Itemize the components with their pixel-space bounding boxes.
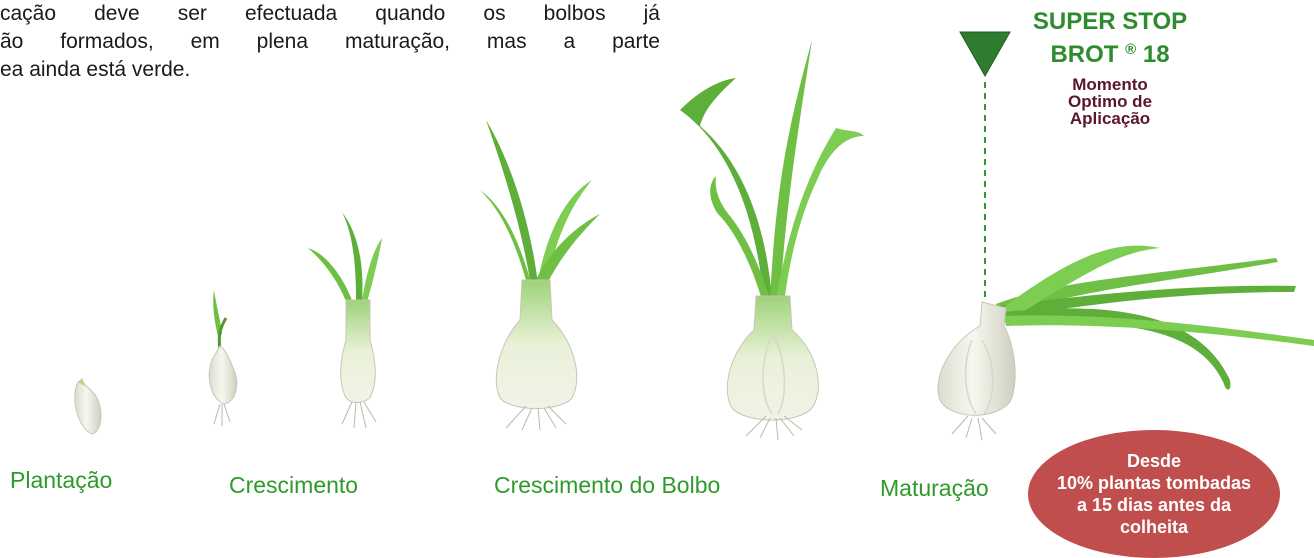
timing-badge: Desde 10% plantas tombadas a 15 dias ant…: [1028, 430, 1280, 558]
sprouting-clove-icon: [208, 290, 238, 426]
product-name-line1: SUPER STOP: [1032, 8, 1188, 35]
product-name: SUPER STOP BROT ® 18: [990, 8, 1230, 69]
intro-paragraph: cação deve ser efectuada quando os bolbo…: [0, 0, 660, 84]
intro-line: ea ainda está verde.: [0, 58, 191, 81]
timing-line: Desde: [1126, 451, 1182, 471]
optimal-moment-label: Momento Optimo de Aplicação: [1067, 75, 1153, 128]
mature-bulb-plant-icon: [680, 40, 864, 441]
timing-line: 10% plantas tombadas: [1056, 473, 1252, 493]
intro-line: ão formados, em plena maturação, mas a p…: [0, 30, 660, 53]
young-garlic-plant-icon: [308, 212, 382, 429]
registered-mark: ®: [1125, 41, 1137, 58]
stage-label-maturacao: Maturação: [880, 475, 989, 501]
mature-fallen-garlic-icon: [937, 245, 1314, 441]
garlic-clove-icon: [74, 378, 102, 435]
application-marker: [959, 31, 1011, 300]
timing-line: a 15 dias antes da: [1076, 495, 1232, 515]
product-name-line2: BROT ® 18: [1050, 41, 1170, 68]
intro-line: cação deve ser efectuada quando os bolbo…: [0, 2, 660, 25]
stage-label-plantacao: Plantação: [10, 467, 113, 493]
stage-label-crescimento-bolbo: Crescimento do Bolbo: [494, 472, 721, 498]
timing-line: colheita: [1119, 517, 1189, 537]
stage-label-crescimento: Crescimento: [229, 472, 359, 498]
marker-triangle-icon: [959, 31, 1011, 78]
bulb-growing-plant-icon: [480, 120, 600, 431]
